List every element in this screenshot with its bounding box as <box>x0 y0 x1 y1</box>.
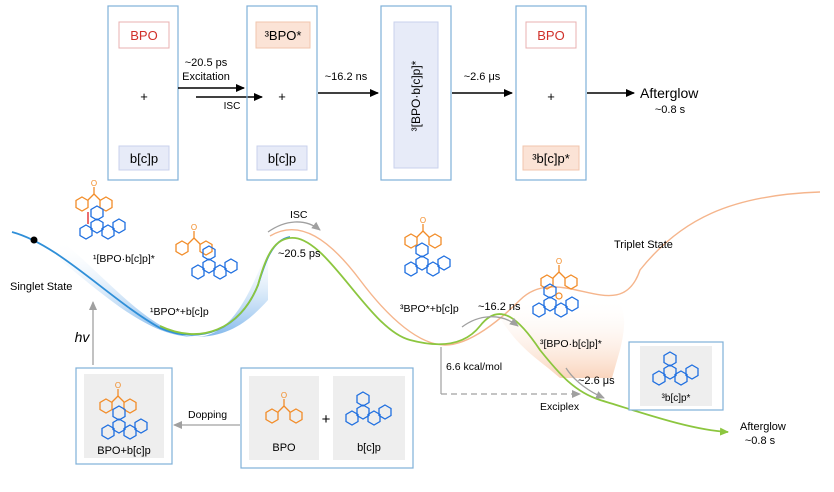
bpo-bcp-complex-structure <box>76 179 125 239</box>
triplet-bpo-label: ³BPO* <box>265 28 302 43</box>
bpo-label: BPO <box>537 28 564 43</box>
singlet-bpo-structure <box>176 223 237 279</box>
state-box-triplet-bpo <box>246 5 318 181</box>
triplet-fill <box>500 298 625 378</box>
afterglow-label: Afterglow <box>640 85 699 101</box>
triplet-species-label: ³BPO*+b[c]p <box>400 303 459 315</box>
bpo-tile <box>118 21 170 49</box>
afterglow-end-time: ~0.8 s <box>745 435 776 447</box>
state-box-exciplex <box>380 5 452 181</box>
exciplex-time-text: ~16.2 ns <box>478 301 521 313</box>
bcp-tile <box>256 145 308 171</box>
singlet-minimum-label: ¹BPO*+b[c]p <box>150 306 209 318</box>
triplet-bcp-label: ³b[c]p* <box>532 151 570 166</box>
decay-curve-arrow <box>565 367 605 399</box>
doping-label: Dopping <box>188 409 227 421</box>
barrier-text: 6.6 kcal/mol <box>446 361 502 373</box>
bpo-panel <box>249 376 319 460</box>
triplet-curve <box>269 191 821 346</box>
step1-time: ~20.5 ps <box>185 57 228 69</box>
triplet-bpo-tile <box>255 21 311 49</box>
plus-sign: + <box>278 89 286 104</box>
step2-time: ~16.2 ns <box>325 71 368 83</box>
excitation-label: Excitation <box>182 71 230 83</box>
exciplex-text: Exciplex <box>540 401 580 413</box>
isc-label: ISC <box>224 101 241 112</box>
afterglow-time: ~0.8 s <box>655 104 686 116</box>
plus-sign: + <box>140 89 148 104</box>
triplet-state-label: Triplet State <box>614 239 673 251</box>
start-dot <box>30 236 38 244</box>
singlet-complex-label: ¹[BPO·b[c]p]* <box>93 253 155 265</box>
reactants-plus: + <box>322 411 331 428</box>
singlet-fill <box>60 240 268 337</box>
bpo-tile <box>525 21 577 49</box>
top-scheme: BPO + b[c]p ~20.5 ps Excitation ISC ³BPO… <box>107 5 699 181</box>
triplet-bpo-structure <box>405 216 450 276</box>
exciplex-formation-arrow <box>461 316 519 328</box>
mixture-label: BPO+b[c]p <box>97 445 151 457</box>
bcp-panel <box>333 376 405 460</box>
exciplex-tile <box>393 21 439 169</box>
decay-time-text: ~2.6 μs <box>578 375 615 387</box>
exciplex-label: ³[BPO·b[c]p]* <box>409 60 423 131</box>
hv-label: hv <box>75 329 91 345</box>
isc-curve-arrow <box>267 221 321 233</box>
state-box-triplet-bcp <box>515 5 587 181</box>
isc-time-text: ~20.5 ps <box>278 248 321 260</box>
triplet-bcp-text: ³b[c]p* <box>662 393 691 404</box>
bpo-panel-label: BPO <box>272 442 296 454</box>
singlet-state-label: Singlet State <box>10 281 72 293</box>
bcp-tile <box>118 145 170 171</box>
triplet-exciplex-label: ³[BPO·b[c]p]* <box>540 338 602 350</box>
triplet-bcp-tile <box>522 145 580 171</box>
energy-diagram: ¹[BPO·b[c]p]* Singlet State ¹BPO*+b[c]p … <box>10 179 821 469</box>
bpo-label: BPO <box>130 28 157 43</box>
isc-text: ISC <box>290 209 308 221</box>
state-box-ground <box>107 5 179 181</box>
bcp-panel-label: b[c]p <box>357 442 381 454</box>
plus-sign: + <box>547 89 555 104</box>
bcp-label: b[c]p <box>130 151 158 166</box>
mixture-panel <box>84 374 164 458</box>
step3-time: ~2.6 μs <box>464 71 501 83</box>
triplet-exciplex-structure <box>533 257 578 317</box>
afterglow-curve <box>159 237 729 436</box>
afterglow-end-label: Afterglow <box>740 421 786 433</box>
bcp-label: b[c]p <box>268 151 296 166</box>
